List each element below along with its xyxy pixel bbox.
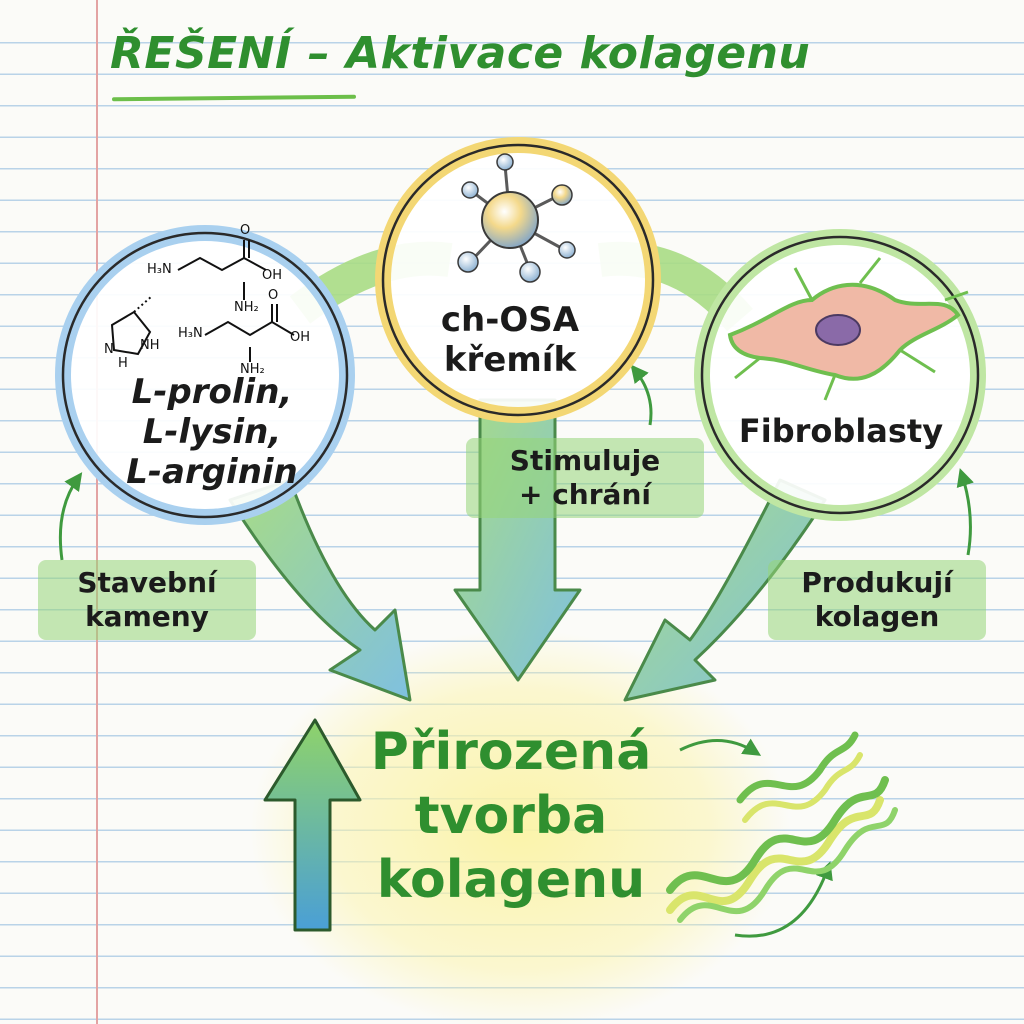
chem-label-oh-2: OH (290, 330, 311, 345)
chem-label-o-1: O (240, 223, 251, 238)
central-line: Přirozená (370, 722, 652, 782)
chem-label-h3n-1: H₃N (147, 262, 172, 277)
molecule-icon (457, 153, 576, 283)
silicon-line: ch-OSA (440, 300, 580, 340)
small-arrow-center (630, 364, 653, 426)
chem-label-o-2: O (268, 288, 279, 303)
circle-fibroblasts-outline (700, 235, 980, 515)
amino-acid-line: L-prolin, (131, 372, 293, 412)
tag-line: kolagen (814, 600, 940, 633)
arrow-up (263, 718, 362, 932)
amino-acid-line: L-lysin, (142, 412, 282, 452)
silicon-label: ch-OSA křemík (400, 300, 620, 380)
small-arrow-helix-top (679, 738, 762, 756)
central-glow (250, 630, 790, 1024)
circle-amino-acids-outline (61, 231, 349, 519)
circle-silicon-outline (381, 143, 655, 417)
collagen-helix-icon (666, 731, 898, 923)
tag-line: Stimuluje (509, 444, 661, 477)
amino-acid-line: L-arginin (126, 452, 298, 492)
tag-building-blocks: Stavební kameny (38, 560, 256, 640)
central-line: tvorba (414, 786, 608, 846)
tag-produce-collagen: Produkují kolagen (768, 560, 986, 640)
tag-line: kameny (85, 600, 209, 633)
central-line: kolagenu (376, 850, 646, 910)
small-arrow-helix-bottom (734, 861, 833, 938)
page-title: ŘEŠENÍ – Aktivace kolagenu (110, 28, 811, 79)
small-arrow-right (956, 468, 974, 556)
chem-label-h3n-2: H₃N (178, 326, 203, 341)
central-outcome-label: Přirozená tvorba kolagenu (336, 720, 686, 912)
silicon-line: křemík (443, 340, 577, 380)
fibroblasts-label: Fibroblasty (738, 412, 944, 450)
tag-line: Produkují (801, 566, 953, 599)
chem-label-nh2-1: NH₂ (234, 300, 259, 315)
tag-stimulates: Stimuluje + chrání (466, 438, 704, 518)
chem-label-h: H (118, 356, 128, 371)
chem-label-nh2-2: NH₂ (240, 362, 265, 377)
chem-label-nh: NH (140, 338, 160, 353)
amino-acids-label: L-prolin, L-lysin, L-arginin (92, 372, 332, 492)
small-arrow-left (58, 472, 83, 561)
tag-line: Stavební (77, 566, 217, 599)
arrow-right-down (623, 478, 827, 702)
tag-line: + chrání (519, 478, 651, 511)
chemical-structures-icon (110, 240, 295, 362)
fibroblast-cell-icon (727, 257, 969, 401)
chem-label-n: N (104, 342, 114, 357)
chem-label-oh-1: OH (262, 268, 283, 283)
arrow-left-down (228, 478, 412, 702)
margin-line (96, 0, 98, 1024)
